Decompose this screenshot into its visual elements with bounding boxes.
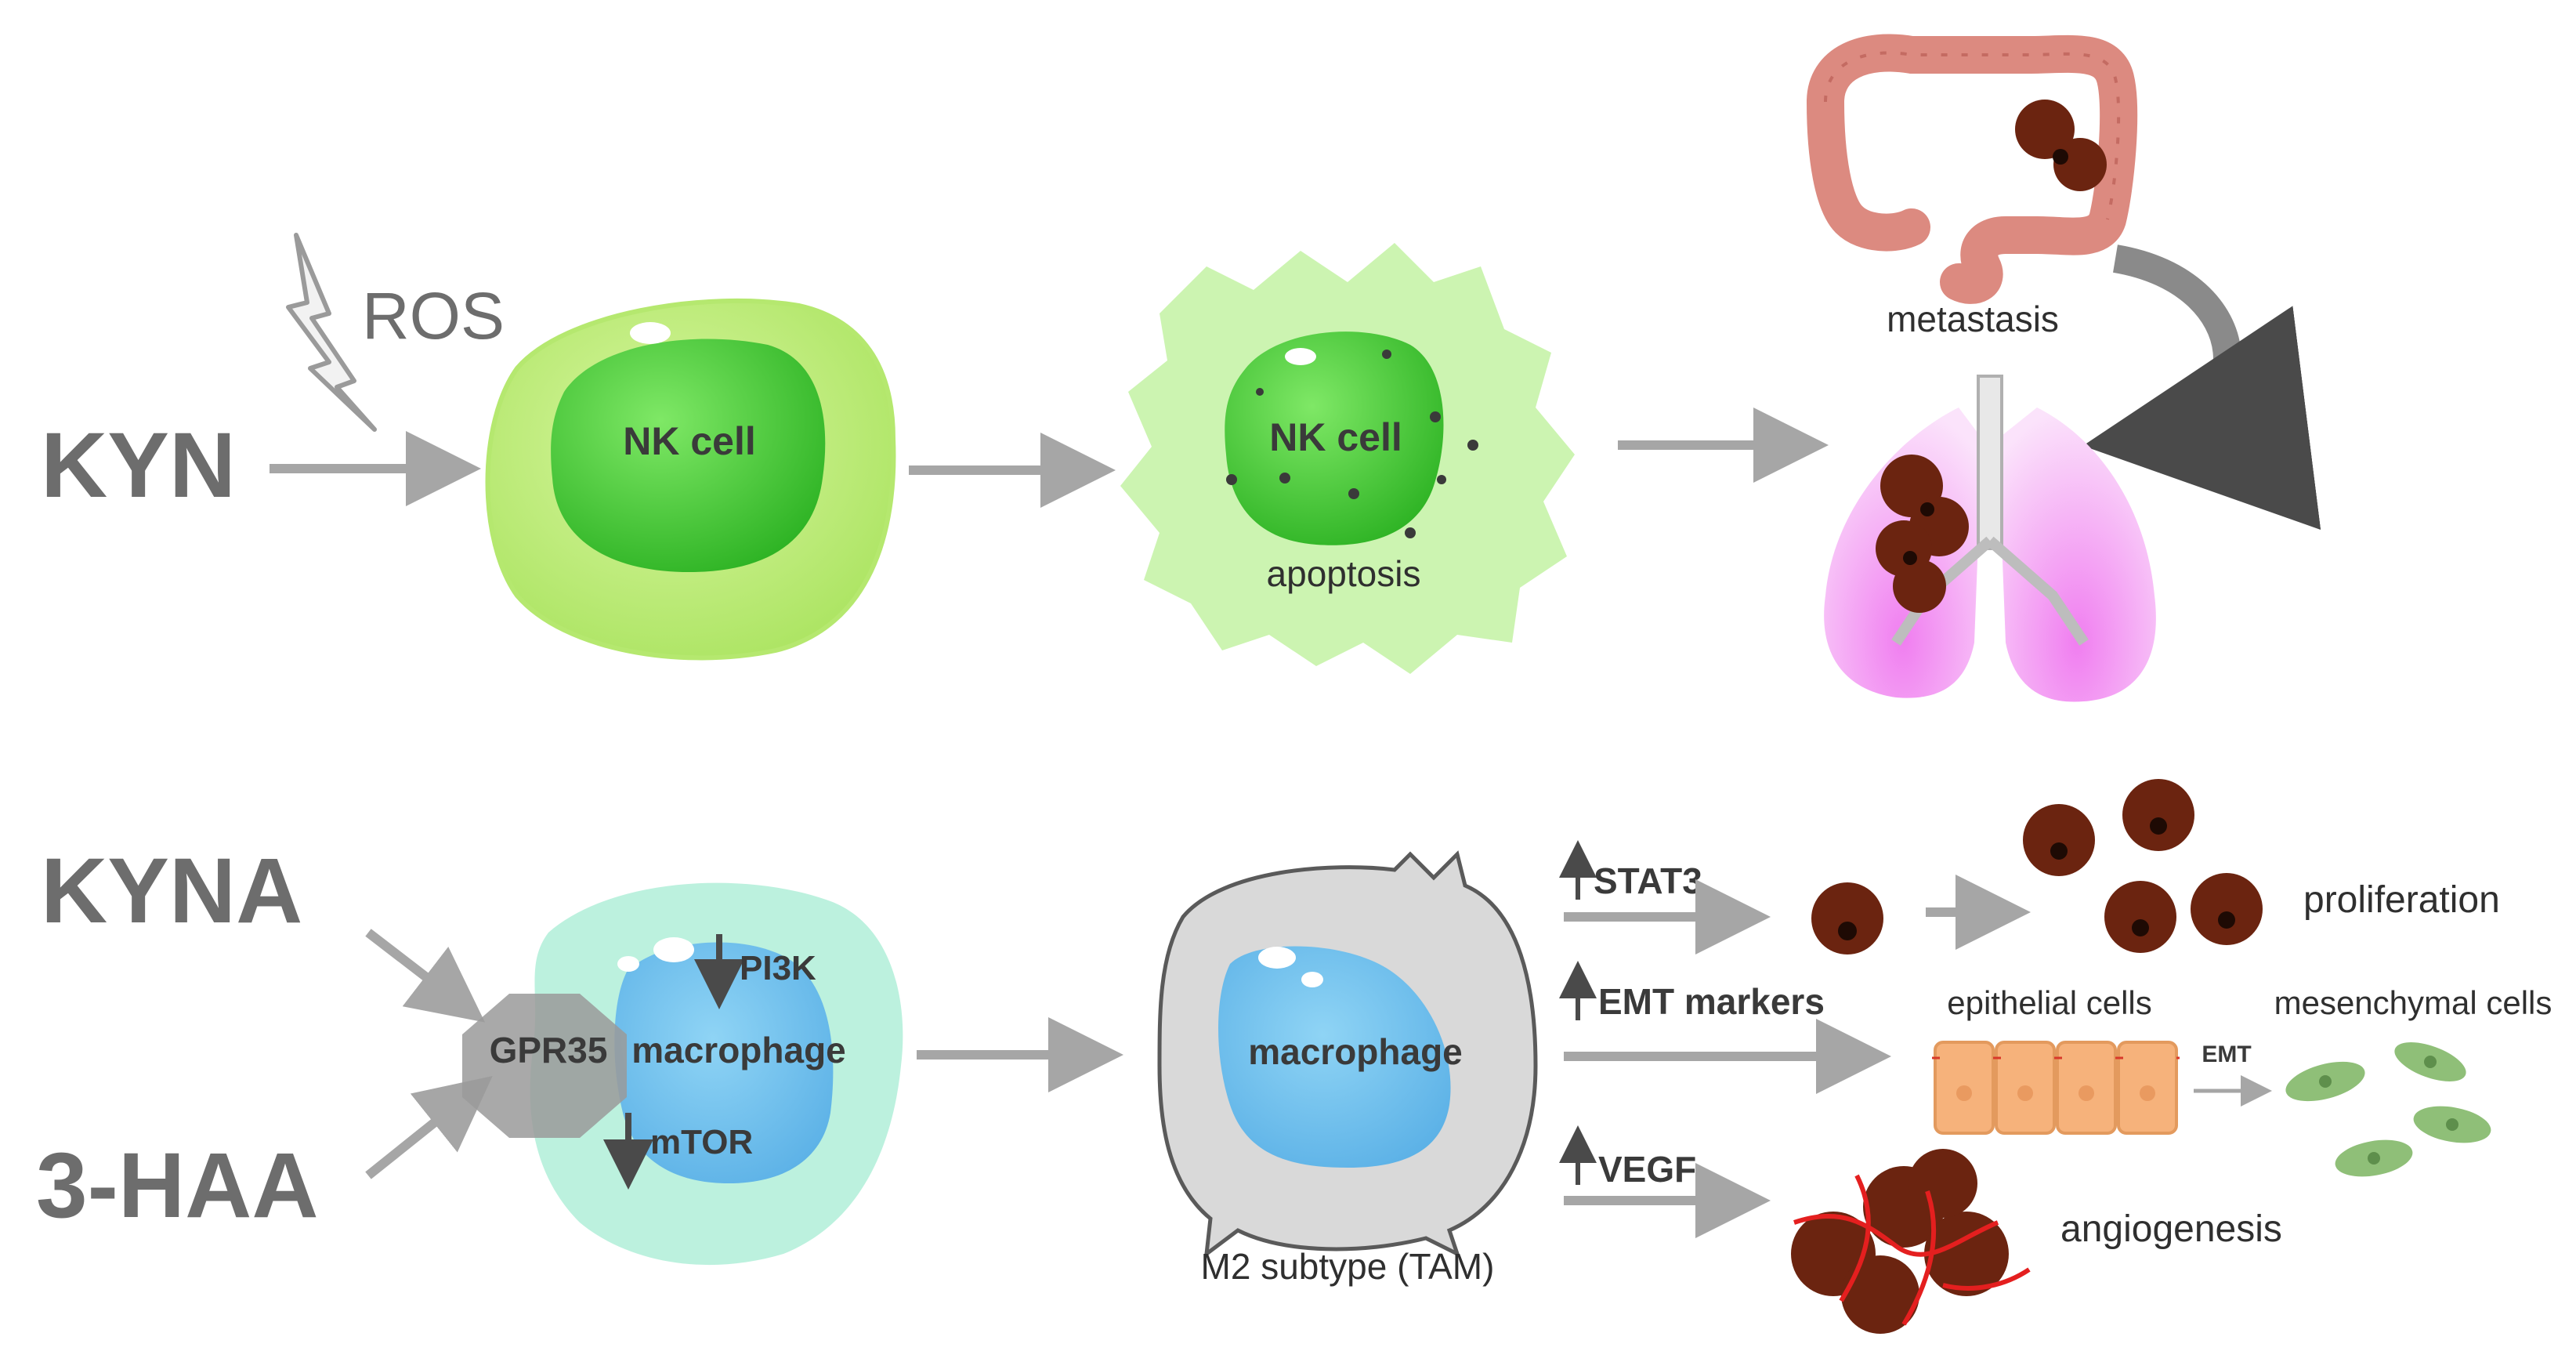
gpr35-receptor-icon [462,994,627,1138]
arrow-3haa-to-gpr35 [365,1076,493,1179]
lungs-icon [1824,375,2156,702]
colon-icon [1807,34,2138,304]
m2-subtype-label: M2 subtype (TAM) [1201,1246,1495,1287]
3-haa-label: 3-HAA [36,1134,319,1237]
metastasis-label: metastasis [1887,299,2059,339]
kyna-label: KYNA [41,839,302,943]
macrophage-label-2: macrophage [1248,1031,1463,1072]
arrow-kyna-to-gpr35 [365,929,486,1023]
nk-cell-label: NK cell [623,419,756,463]
kyn-label: KYN [41,414,236,517]
lightning-bolt-icon [286,233,377,432]
nk-cell [485,298,896,661]
vegf-label: VEGF [1598,1149,1696,1190]
tam-macrophage-cell [1157,850,1538,1259]
apoptotic-nk-cell [1120,243,1575,674]
pi3k-label: PI3K [740,949,816,987]
angiogenesis-label: angiogenesis [2060,1208,2282,1250]
epithelial-cells-label: epithelial cells [1947,984,2151,1021]
nk-cell-label-2: NK cell [1269,415,1402,459]
mesenchymal-cells-label: mesenchymal cells [2274,984,2552,1021]
mtor-label: mTOR [650,1123,753,1161]
curved-arrow-icon [2082,245,2321,530]
epithelial-cells-icon [1932,1041,2180,1135]
macrophage-label: macrophage [631,1030,846,1070]
tumor-cells-icon [1811,779,2263,954]
stat3-label: STAT3 [1594,860,1702,901]
emt-label: EMT [2202,1041,2251,1067]
apoptosis-label: apoptosis [1267,553,1421,594]
ros-label: ROS [362,279,505,353]
emt-markers-label: EMT markers [1598,981,1825,1022]
proliferation-label: proliferation [2303,879,2500,921]
gpr35-label: GPR35 [490,1030,608,1070]
angiogenesis-icon [1791,1149,2031,1334]
mesenchymal-cells-icon [2285,1042,2491,1177]
